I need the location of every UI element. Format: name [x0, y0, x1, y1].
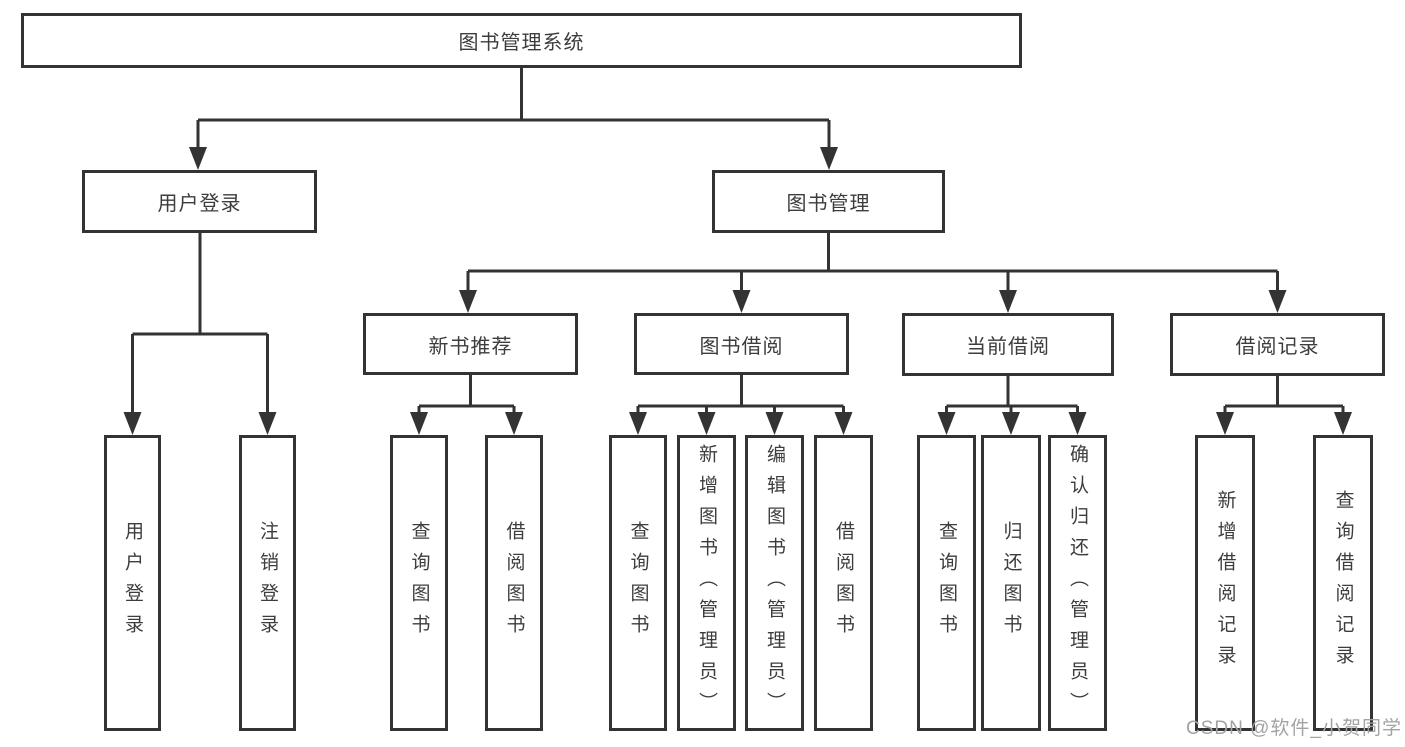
connector-current-borrow-to-leaves — [945, 375, 1079, 414]
connector-book-management-to-level3 — [466, 233, 1279, 292]
leaf-borrow-edit-books-admin-label: 编辑图书（管理员） — [764, 443, 785, 723]
connector-user-login-to-leaves — [131, 233, 269, 414]
watermark-text: CSDN @软件_小贺同学 — [1186, 718, 1402, 739]
node-book-borrow: 图书借阅 — [634, 313, 849, 375]
leaf-current-query-books: 查询图书 — [917, 435, 976, 731]
node-book-management-label: 图书管理 — [786, 193, 871, 215]
leaf-borrow-query-books-label: 查询图书 — [627, 521, 649, 645]
node-root-label: 图书管理系统 — [458, 32, 585, 54]
leaf-borrow-add-books-admin-label: 新增图书（管理员） — [696, 443, 717, 723]
leaf-user-login-label: 用户登录 — [122, 521, 143, 645]
leaf-borrow-borrow-books-label: 借阅图书 — [833, 521, 854, 645]
leaf-newbook-query-books-label: 查询图书 — [408, 521, 430, 645]
node-new-book-recommend-label: 新书推荐 — [428, 335, 513, 358]
leaf-user-login: 用户登录 — [104, 435, 161, 731]
arrowheads — [123, 147, 1352, 435]
leaf-logout-label: 注销登录 — [257, 521, 278, 645]
leaf-current-return-books: 归还图书 — [981, 435, 1041, 731]
leaf-current-confirm-return-admin-label: 确认归还（管理员） — [1067, 443, 1088, 723]
leaf-records-add-record-label: 新增借阅记录 — [1214, 490, 1236, 676]
node-current-borrow: 当前借阅 — [902, 313, 1114, 376]
leaf-records-query-record-label: 查询借阅记录 — [1332, 490, 1354, 676]
leaf-records-query-record: 查询借阅记录 — [1313, 435, 1373, 731]
leaf-borrow-borrow-books: 借阅图书 — [814, 435, 873, 731]
leaf-records-add-record: 新增借阅记录 — [1195, 435, 1255, 731]
leaf-current-return-books-label: 归还图书 — [1000, 521, 1022, 645]
node-book-management: 图书管理 — [712, 170, 945, 233]
node-borrow-records-label: 借阅记录 — [1235, 336, 1320, 358]
leaf-borrow-add-books-admin: 新增图书（管理员） — [677, 435, 736, 731]
leaf-newbook-query-books: 查询图书 — [390, 435, 448, 731]
node-current-borrow-label: 当前借阅 — [966, 336, 1050, 358]
connector-borrow-records-to-leaves — [1223, 375, 1345, 414]
node-book-borrow-label: 图书借阅 — [699, 335, 784, 358]
node-new-book-recommend: 新书推荐 — [363, 313, 578, 375]
leaf-newbook-borrow-books-label: 借阅图书 — [503, 521, 525, 645]
leaf-current-query-books-label: 查询图书 — [936, 521, 957, 645]
connector-new-book-to-leaves — [417, 375, 516, 414]
node-borrow-records: 借阅记录 — [1170, 313, 1385, 376]
leaf-newbook-borrow-books: 借阅图书 — [485, 435, 543, 731]
leaf-borrow-query-books: 查询图书 — [609, 435, 667, 731]
leaf-logout: 注销登录 — [239, 435, 296, 731]
connector-root-to-level2 — [196, 68, 831, 150]
node-user-login: 用户登录 — [82, 170, 317, 233]
node-user-login-label: 用户登录 — [157, 193, 242, 215]
node-root: 图书管理系统 — [21, 13, 1022, 68]
connector-book-borrow-to-leaves — [636, 375, 845, 414]
leaf-borrow-edit-books-admin: 编辑图书（管理员） — [745, 435, 804, 731]
leaf-current-confirm-return-admin: 确认归还（管理员） — [1048, 435, 1107, 731]
